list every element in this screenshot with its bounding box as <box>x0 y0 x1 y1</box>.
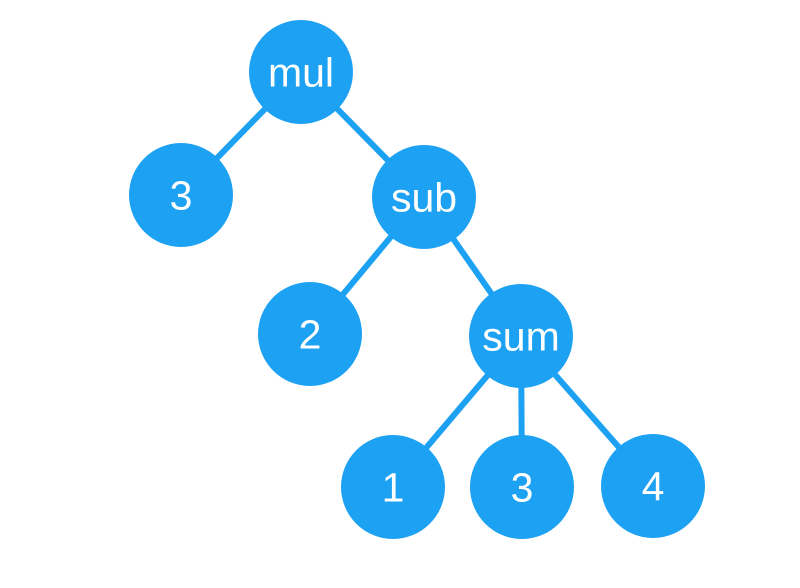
tree-node-circle-two <box>258 282 362 386</box>
tree-node-label-sub: sub <box>391 174 457 220</box>
tree-node-label-four: 4 <box>642 463 665 509</box>
tree-node-circle-three-bottom <box>470 435 574 539</box>
tree-node-label-three-bottom: 3 <box>511 464 534 510</box>
tree-node-circle-mul <box>249 20 353 124</box>
tree-node-label-mul: mul <box>268 49 334 95</box>
tree-node-circle-one <box>341 435 445 539</box>
tree-node-mul: mul <box>249 20 353 124</box>
tree-node-label-two: 2 <box>299 311 322 357</box>
tree-node-four: 4 <box>601 434 705 538</box>
tree-node-label-sum: sum <box>482 313 559 359</box>
tree-node-three-bottom: 3 <box>470 435 574 539</box>
tree-node-label-three-left: 3 <box>170 172 193 218</box>
tree-node-sub: sub <box>372 145 476 249</box>
tree-node-one: 1 <box>341 435 445 539</box>
tree-node-circle-three-left <box>129 143 233 247</box>
tree-node-circle-sub <box>372 145 476 249</box>
tree-node-label-one: 1 <box>382 464 405 510</box>
tree-node-circle-sum <box>469 284 573 388</box>
tree-node-two: 2 <box>258 282 362 386</box>
tree-node-sum: sum <box>469 284 573 388</box>
tree-node-three-left: 3 <box>129 143 233 247</box>
tree-node-circle-four <box>601 434 705 538</box>
